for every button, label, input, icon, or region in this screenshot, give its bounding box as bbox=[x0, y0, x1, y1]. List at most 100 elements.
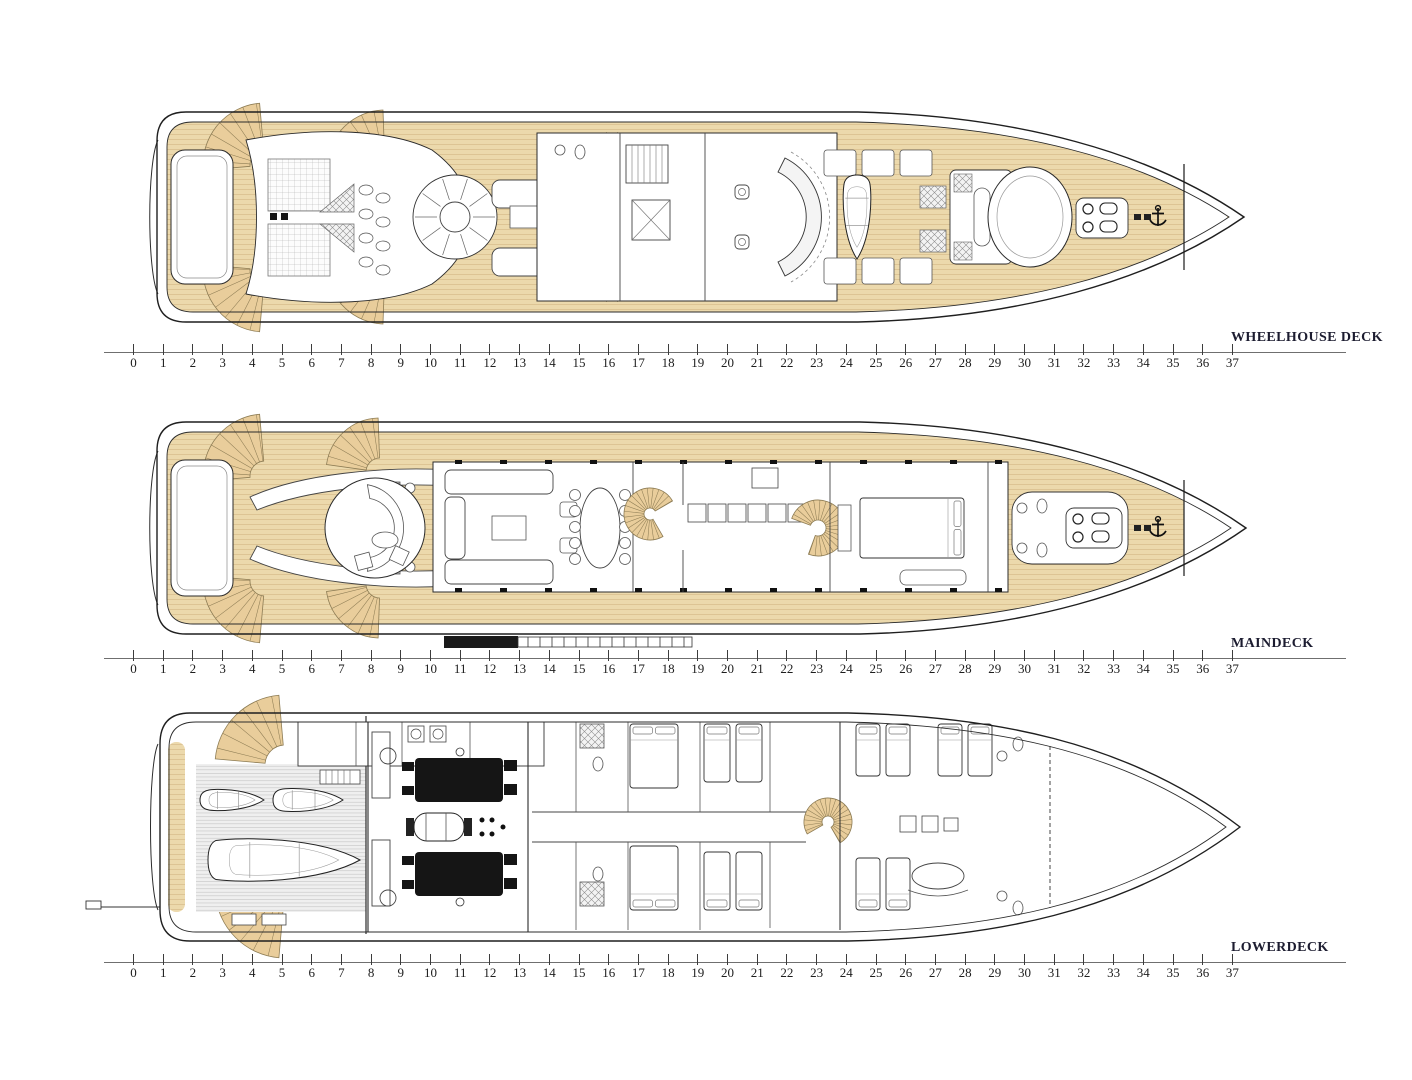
ruler-tick bbox=[370, 650, 372, 661]
ruler-tick-label: 36 bbox=[1196, 355, 1210, 370]
ruler-tick bbox=[875, 650, 877, 661]
ruler-tick-label: 31 bbox=[1047, 661, 1061, 676]
ruler-tick bbox=[1053, 344, 1055, 355]
ruler-tick-label: 4 bbox=[249, 965, 256, 980]
ruler-tick-label: 18 bbox=[661, 661, 675, 676]
round-table bbox=[412, 174, 498, 260]
ruler-tick bbox=[578, 650, 580, 661]
ruler-tick bbox=[1231, 650, 1233, 661]
ruler-tick bbox=[1142, 344, 1144, 355]
ruler-tick-label: 31 bbox=[1047, 965, 1061, 980]
ruler-tick-label: 5 bbox=[278, 355, 286, 370]
engine-block bbox=[402, 747, 517, 802]
ruler-tick bbox=[1113, 650, 1115, 661]
ruler-tick-label: 28 bbox=[958, 355, 972, 370]
bridge-console bbox=[777, 157, 822, 277]
ruler-tick bbox=[162, 954, 164, 965]
toilet bbox=[1012, 900, 1024, 916]
ruler-tick bbox=[756, 344, 758, 355]
deck-label: LOWERDECK bbox=[1231, 940, 1329, 955]
ruler-tick-label: 31 bbox=[1047, 355, 1061, 370]
ruler-tick-label: 32 bbox=[1077, 355, 1091, 370]
ruler-tick-label: 8 bbox=[367, 965, 375, 980]
ruler-tick-label: 19 bbox=[691, 661, 705, 676]
tender-boat bbox=[207, 838, 362, 882]
stair-wedge bbox=[319, 183, 355, 213]
ruler-tick bbox=[578, 344, 580, 355]
aft-seating bbox=[170, 459, 234, 597]
ruler-tick-label: 28 bbox=[958, 965, 972, 980]
anchor-windlass bbox=[1065, 507, 1123, 549]
lowerdeck-plan bbox=[85, 694, 1242, 959]
hull-outline bbox=[156, 111, 1246, 323]
ruler-tick-label: 37 bbox=[1225, 965, 1239, 980]
ruler-tick bbox=[994, 344, 996, 355]
ruler-tick-label: 29 bbox=[988, 355, 1002, 370]
ruler-tick bbox=[519, 344, 521, 355]
bulwark-line bbox=[166, 431, 1232, 625]
window-mark bbox=[950, 588, 957, 592]
ruler-tick bbox=[1083, 344, 1085, 355]
ruler-tick bbox=[608, 650, 610, 661]
ruler-tick-label: 28 bbox=[958, 661, 972, 676]
stern-platform-edge bbox=[149, 450, 159, 606]
ruler-tick-label: 2 bbox=[189, 355, 197, 370]
ruler-tick-label: 8 bbox=[367, 355, 375, 370]
ruler-tick-label: 12 bbox=[483, 355, 497, 370]
ruler-tick bbox=[222, 344, 224, 355]
foredeck-seating bbox=[987, 166, 1073, 268]
ruler-tick bbox=[222, 954, 224, 965]
window-mark bbox=[860, 460, 867, 464]
ruler-tick-label: 33 bbox=[1107, 965, 1121, 980]
sunpad-cushion bbox=[919, 185, 947, 209]
ruler-tick bbox=[1231, 344, 1233, 355]
ruler-tick-label: 12 bbox=[483, 661, 497, 676]
ruler-tick-label: 29 bbox=[988, 965, 1002, 980]
sunpad-cushion bbox=[919, 229, 947, 253]
ruler-tick bbox=[637, 650, 639, 661]
ruler-tick-label: 32 bbox=[1077, 965, 1091, 980]
wheelhouse-deck-plan bbox=[149, 102, 1246, 333]
ruler-tick-label: 35 bbox=[1166, 661, 1180, 676]
window-mark bbox=[545, 460, 552, 464]
ruler-tick bbox=[727, 954, 728, 965]
ruler-line bbox=[104, 657, 1346, 659]
ruler-tick-label: 16 bbox=[602, 965, 616, 980]
ruler-tick bbox=[489, 954, 491, 965]
master-sofa bbox=[899, 569, 967, 586]
crew-galley bbox=[899, 815, 959, 833]
ruler-tick-label: 24 bbox=[839, 355, 853, 370]
ruler-tick bbox=[192, 344, 194, 355]
ruler-tick-label: 20 bbox=[721, 965, 734, 980]
ruler-tick bbox=[519, 954, 521, 965]
passerelle bbox=[444, 636, 693, 648]
ruler-tick bbox=[697, 344, 699, 355]
ruler-tick bbox=[162, 344, 164, 355]
window-mark bbox=[500, 460, 507, 464]
ruler-tick-label: 34 bbox=[1136, 661, 1150, 676]
ruler-tick bbox=[340, 954, 342, 965]
ruler-tick bbox=[845, 954, 847, 965]
ruler-tick bbox=[133, 650, 134, 661]
ruler-tick bbox=[1172, 650, 1174, 661]
ruler-tick bbox=[281, 650, 283, 661]
ruler-tick bbox=[548, 650, 550, 661]
gearbox bbox=[406, 812, 506, 842]
ruler-tick bbox=[667, 344, 669, 355]
ruler-tick bbox=[251, 954, 253, 965]
window-mark bbox=[860, 588, 867, 592]
skylight-panel bbox=[267, 158, 331, 212]
ruler-tick-label: 4 bbox=[249, 661, 256, 676]
ruler-tick bbox=[1172, 954, 1174, 965]
ruler-tick-label: 36 bbox=[1196, 965, 1210, 980]
window-mark bbox=[545, 588, 552, 592]
ruler-tick-label: 2 bbox=[189, 661, 197, 676]
engine-block bbox=[402, 852, 517, 907]
ruler-tick-label: 13 bbox=[513, 965, 527, 980]
ruler-tick-label: 23 bbox=[810, 355, 824, 370]
ruler-tick bbox=[1083, 650, 1085, 661]
ruler-tick-label: 8 bbox=[367, 661, 375, 676]
ruler-tick bbox=[1142, 650, 1144, 661]
window-mark bbox=[635, 588, 642, 592]
ruler-tick-label: 3 bbox=[219, 965, 226, 980]
